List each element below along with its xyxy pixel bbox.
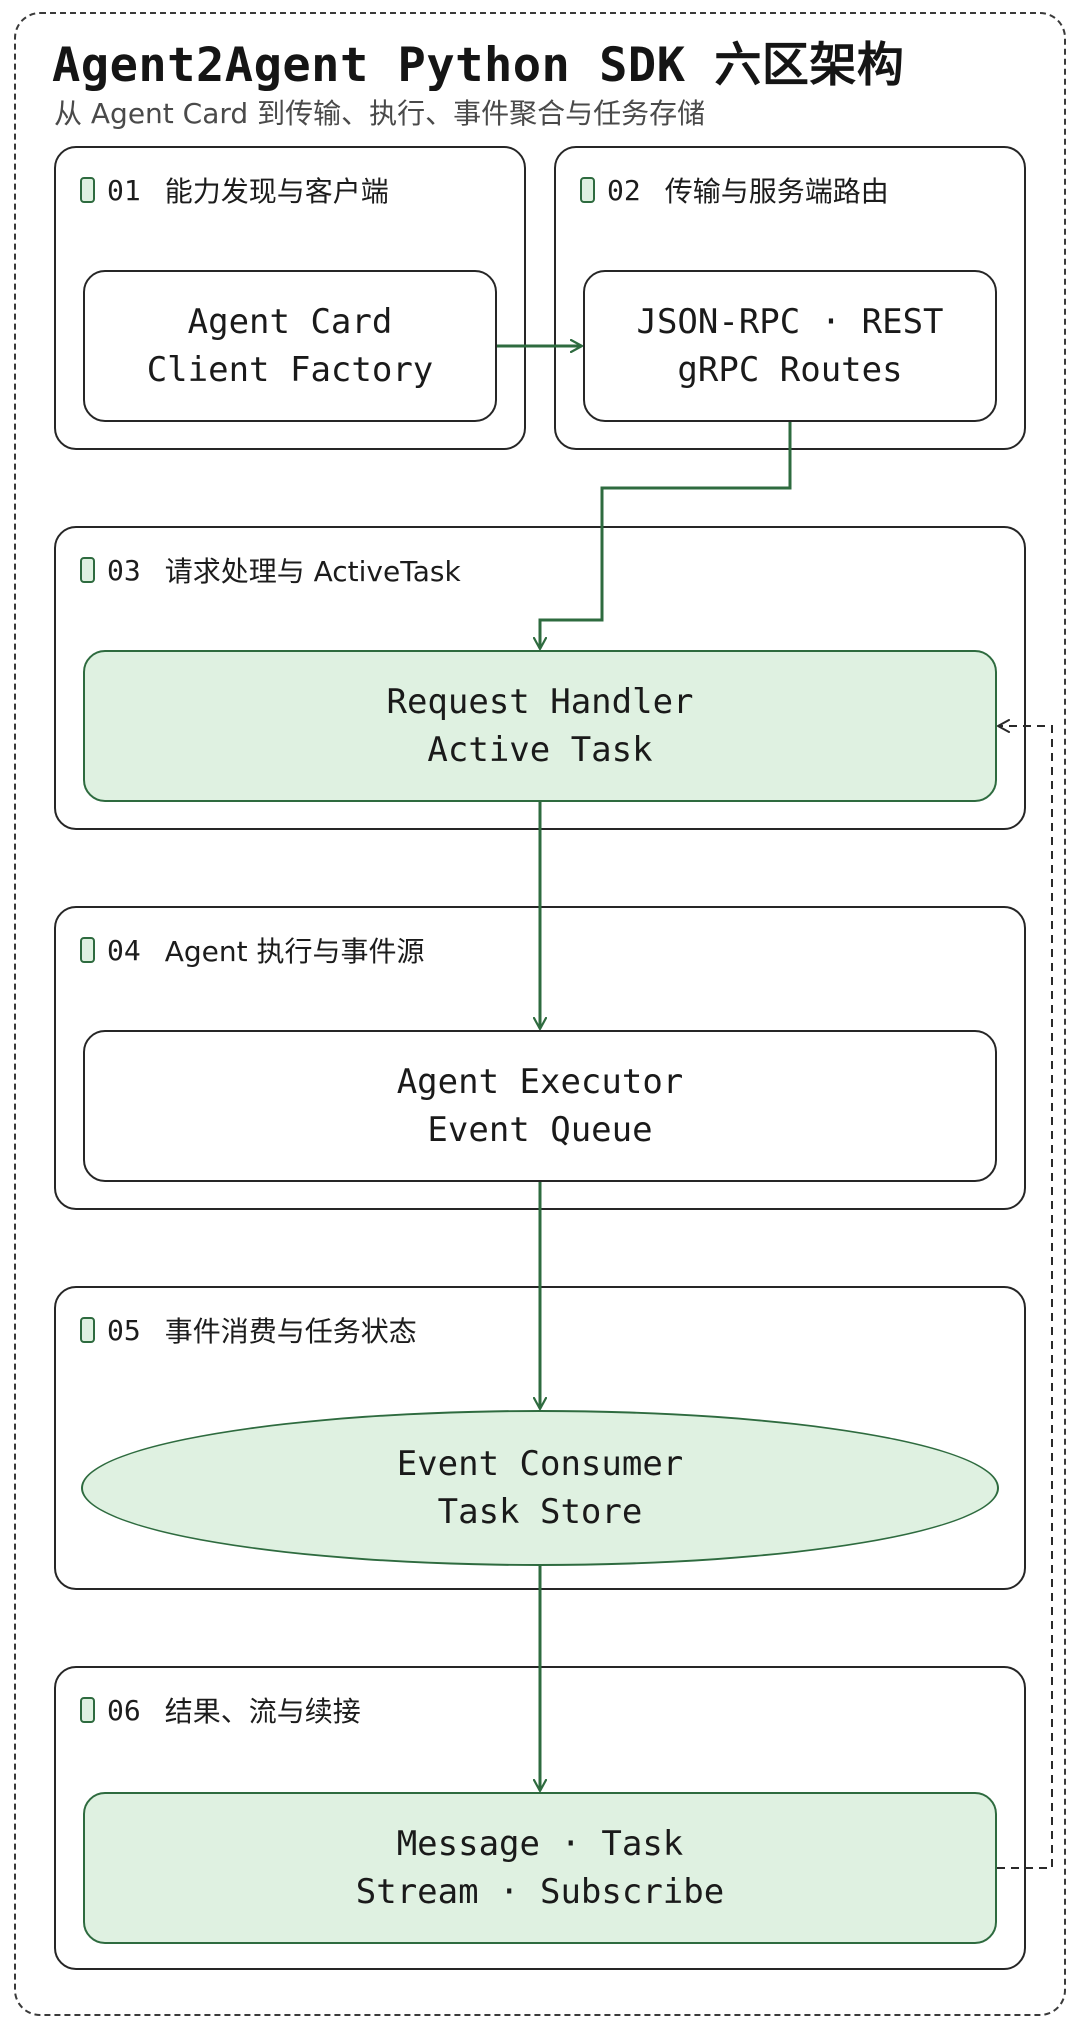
region-06-header: 06 结果、流与续接 [80, 1690, 361, 1730]
diagram-subtitle: 从 Agent Card 到传输、执行、事件聚合与任务存储 [54, 97, 706, 130]
node-line: gRPC Routes [677, 350, 903, 390]
node-transport-routes: JSON-RPC · REST gRPC Routes [583, 270, 997, 422]
diagram-title: Agent2Agent Python SDK 六区架构 [52, 38, 905, 93]
region-03-header: 03 请求处理与 ActiveTask [80, 550, 461, 590]
node-line: Event Queue [427, 1110, 653, 1150]
node-message-task-stream-subscribe: Message · Task Stream · Subscribe [83, 1792, 997, 1944]
node-request-handler-active-task: Request Handler Active Task [83, 650, 997, 802]
outer-dashed-frame [14, 12, 1066, 2016]
region-01-header: 01 能力发现与客户端 [80, 170, 389, 210]
region-number: 06 [107, 1693, 141, 1727]
tag-icon [80, 557, 95, 583]
region-number: 05 [107, 1313, 141, 1347]
region-number: 03 [107, 553, 141, 587]
tag-icon [580, 177, 595, 203]
node-line: Active Task [427, 730, 653, 770]
region-title: 结果、流与续接 [164, 1695, 361, 1728]
tag-icon [80, 177, 95, 203]
node-agent-card-client-factory: Agent Card Client Factory [83, 270, 497, 422]
region-title: 事件消费与任务状态 [164, 1315, 417, 1348]
node-event-consumer-task-store: Event Consumer Task Store [81, 1410, 999, 1566]
node-line: Stream · Subscribe [355, 1872, 725, 1912]
node-line: JSON-RPC · REST [636, 302, 944, 342]
region-05-header: 05 事件消费与任务状态 [80, 1310, 417, 1350]
node-line: Agent Executor [396, 1062, 684, 1102]
node-line: Client Factory [146, 350, 434, 390]
node-line: Task Store [437, 1492, 643, 1532]
region-number: 04 [107, 933, 141, 967]
region-04-header: 04 Agent 执行与事件源 [80, 930, 425, 970]
region-number: 02 [607, 173, 641, 207]
tag-icon [80, 1697, 95, 1723]
tag-icon [80, 1317, 95, 1343]
node-line: Message · Task [396, 1824, 684, 1864]
node-agent-executor-event-queue: Agent Executor Event Queue [83, 1030, 997, 1182]
region-title: Agent 执行与事件源 [164, 935, 425, 968]
region-title: 传输与服务端路由 [664, 175, 889, 208]
node-line: Agent Card [187, 302, 393, 342]
tag-icon [80, 937, 95, 963]
node-line: Request Handler [386, 682, 694, 722]
region-title: 能力发现与客户端 [164, 175, 389, 208]
node-line: Event Consumer [396, 1444, 684, 1484]
region-title: 请求处理与 ActiveTask [164, 555, 461, 588]
region-number: 01 [107, 173, 141, 207]
region-02-header: 02 传输与服务端路由 [580, 170, 889, 210]
